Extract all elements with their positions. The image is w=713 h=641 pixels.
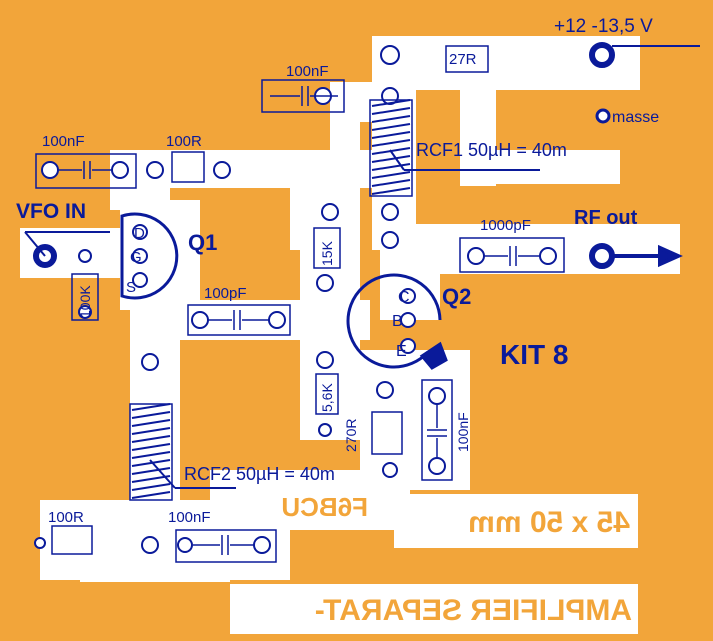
ground-label: masse (612, 109, 659, 126)
transistor-q2-outline (346, 273, 448, 370)
supply-label: +12 -13,5 V (554, 16, 653, 37)
r-56k-label: 5,6K (319, 383, 335, 412)
vfo-in-label: VFO IN (16, 200, 86, 223)
pads (33, 42, 615, 554)
mirrored-title: AMPLIFIER SEPARAT- (315, 594, 632, 627)
q1-pin-g: G (130, 249, 142, 266)
r-270-label: 270R (343, 419, 359, 452)
rcf1-label: RCF1 50µH = 40m (416, 140, 567, 160)
c-right-label: 100nF (455, 412, 471, 452)
q2-pin-b: B (392, 313, 403, 330)
q1-pin-s: S (126, 279, 136, 296)
q1-pin-d: D (134, 225, 145, 242)
q1-label: Q1 (188, 230, 217, 255)
mirrored-size: 45 x 50 mm (468, 506, 630, 539)
mirrored-callsign: F6BCU (281, 492, 368, 522)
r-bottom-label: 100R (48, 509, 84, 526)
mirrored-panels (230, 486, 638, 634)
capacitor-symbols (58, 86, 540, 555)
q2-pin-c: C (398, 289, 410, 306)
rf-out-arrow (612, 244, 683, 268)
c-bottom-label: 100nF (168, 509, 211, 526)
c-left-label: 100nF (42, 133, 85, 150)
transistor-q1-outline (120, 212, 179, 300)
c-top-label: 100nF (286, 63, 329, 80)
q2-pin-e: E (396, 343, 407, 360)
c-out-label: 1000pF (480, 217, 531, 234)
r-15k-label: 15K (319, 240, 335, 266)
coil-rcf1 (371, 99, 540, 195)
rcf2-label: RCF2 50µH = 40m (184, 464, 335, 484)
r-left-label: 100R (166, 133, 202, 150)
kit-label: KIT 8 (500, 339, 568, 370)
q2-label: Q2 (442, 284, 471, 309)
r-100k-label: 100K (77, 285, 93, 318)
component-outlines (35, 45, 565, 563)
leader-lines (24, 45, 700, 257)
c-mid-label: 100pF (204, 285, 247, 302)
r-top-label: 27R (449, 51, 477, 68)
rf-out-label: RF out (574, 207, 638, 229)
